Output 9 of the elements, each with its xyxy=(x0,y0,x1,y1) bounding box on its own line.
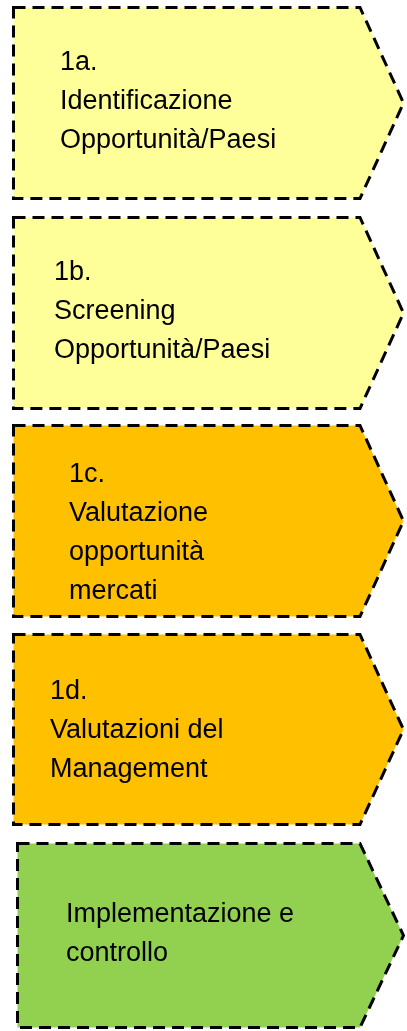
step-title: Implementazione e controllo xyxy=(66,897,296,969)
step-title: Identificazione Opportunità/Paesi xyxy=(60,84,278,156)
step-number: 1a. xyxy=(60,45,99,78)
step-title: Screening Opportunità/Paesi xyxy=(54,294,272,366)
step-title: Valutazione opportunità mercati xyxy=(69,496,210,607)
step-number: 1b. xyxy=(54,255,93,288)
step-title: Valutazioni del Management xyxy=(50,713,225,785)
step-number: 1d. xyxy=(50,674,89,707)
step-number: 1c. xyxy=(69,457,107,490)
